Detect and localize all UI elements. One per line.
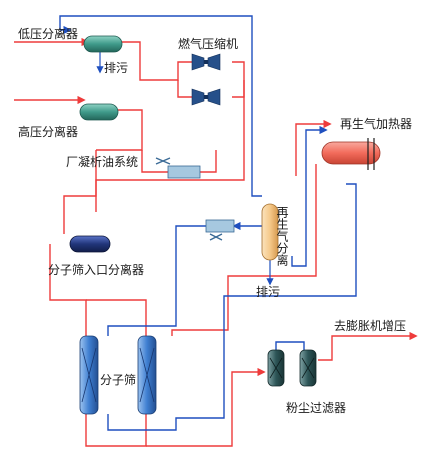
cooler-box [205,219,235,233]
regen-gas-heater [321,138,381,170]
dust-filters [267,349,317,387]
flow-line-lp-to-compressor [122,41,192,81]
label-low-pressure-separator: 低压分离器 [18,26,78,41]
regen-line-filter-bypass [275,341,305,350]
label-high-pressure-separator: 高压分离器 [18,124,78,139]
tower-internals [139,347,155,403]
fan-icon [209,233,223,241]
filter-internals [269,357,283,379]
tower-internals [81,347,97,403]
compressor-icon [207,53,221,71]
label-to-expander-booster: 去膨胀机增压 [334,319,406,333]
drain-lines [96,52,274,286]
compressor-shaft [204,95,208,99]
regen-line-return [223,183,357,404]
mol-sieve-towers [79,335,157,415]
label-drain-mid: 排污 [256,285,280,299]
cooler-box [167,165,201,179]
regen-line-to-heater [291,125,328,267]
flow-line-hp-to-inlet-sep [63,150,97,234]
label-drain-top: 排污 [104,61,128,75]
regen-line-sieve-bottom [107,404,225,431]
flow-line-compressor-out [232,61,245,98]
flow-line-mol-sieve-split [86,299,147,336]
oil-system-cooler [155,157,201,179]
compressor-icon [191,88,205,106]
label-regen-gas-separator: 再生气分离 [275,206,289,267]
compressor-shaft [204,60,208,64]
low-pressure-separator-vessel [83,35,123,53]
flow-line-oil-system-out [200,150,217,173]
regen-line-top-header [59,15,262,197]
flow-line-compressor-return [95,80,245,212]
mol-sieve-inlet-separator-vessel [69,235,111,253]
label-oil-system: 厂凝析油系统 [66,154,138,169]
regen-lines [59,15,357,431]
regen-gas-cooler [205,219,235,241]
flow-line-compressor-manifold-a [177,80,192,98]
label-dust-filter: 粉尘过滤器 [286,401,346,415]
flow-line-mol-sieve-to-filter [146,367,266,447]
flow-line-hp-gas-out [96,109,143,151]
filter-internals [301,357,315,379]
label-mol-sieve-inlet-separator: 分子筛入口分离器 [48,262,144,277]
compressor-icon [207,88,221,106]
flow-line-filter-out [318,331,418,361]
flow-line-regen-heater-out [171,164,317,336]
fan-icon [155,157,171,165]
label-mol-sieve: 分子筛 [100,372,136,387]
label-fuel-gas-compressor: 燃气压缩机 [178,36,238,51]
fuel-gas-compressor-group [191,53,221,106]
flow-line-inlet-sep-out [49,244,87,336]
label-regen-gas-heater: 再生气加热器 [340,116,412,131]
compressor-icon [191,53,205,71]
flow-line-regen-heater-in [295,119,332,176]
regen-gas-heater-vessel [321,141,381,165]
regen-gas-separator-vessel [261,203,279,261]
flow-line-to-oil-system [141,150,168,173]
regen-line-cooler-out [107,225,206,336]
high-pressure-separator-vessel [79,103,119,121]
